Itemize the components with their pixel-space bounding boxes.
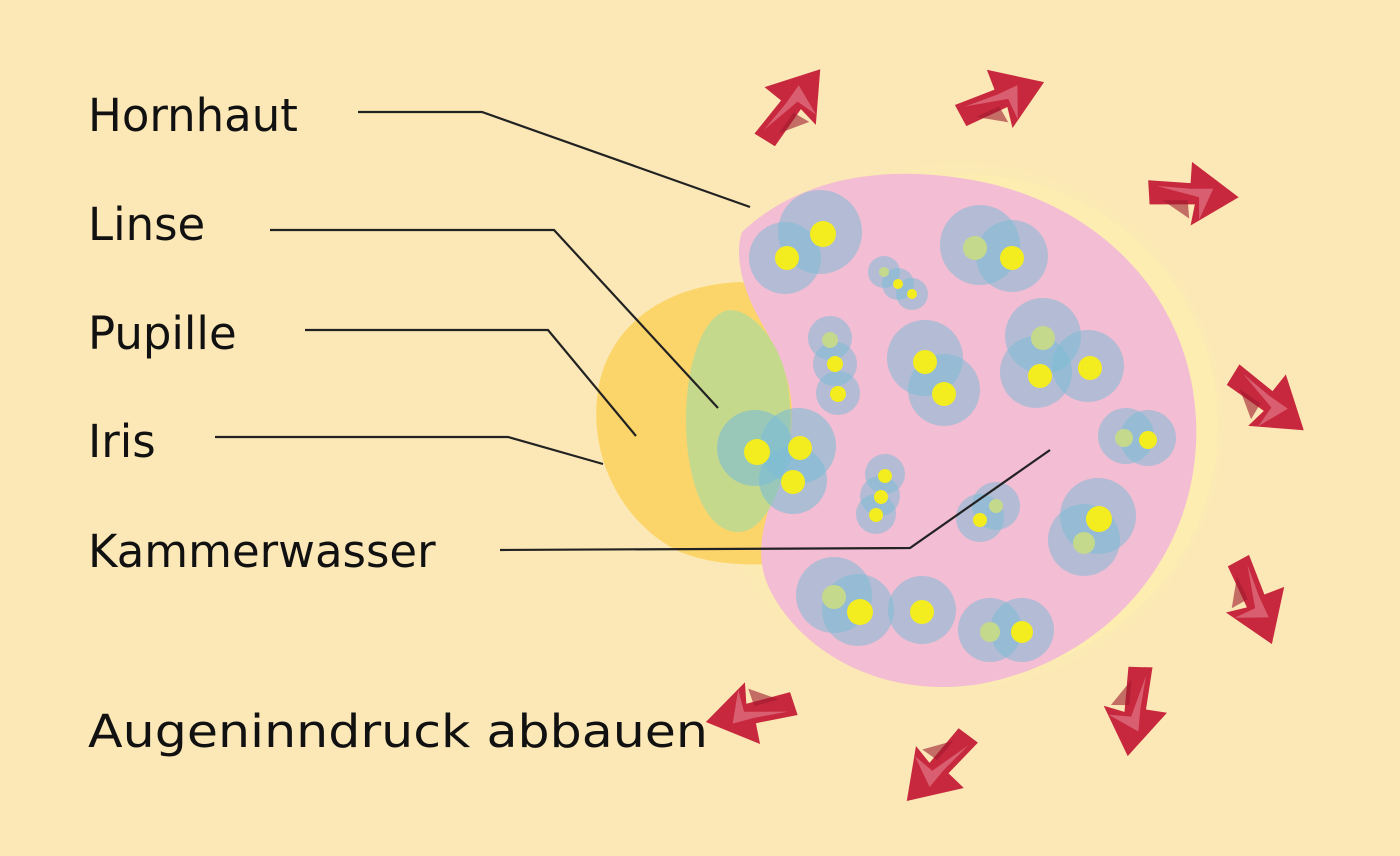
cell-icon [1000,298,1124,408]
label-cornea: Hornhaut [88,89,298,142]
leader-line-aqueous-humor [499,449,1051,552]
cell-icon [958,598,1054,662]
outflow-arrow-icon [1207,549,1298,645]
cell-icon [856,454,905,534]
cell-icon [956,482,1020,542]
outflow-arrow-icon [900,726,983,802]
outflow-arrow-icon [949,56,1045,147]
cell-icon [940,205,1048,292]
outflow-arrow-icon [705,663,806,760]
leader-line-pupil [305,328,637,437]
leader-line-iris [215,435,604,466]
leader-line-cornea [358,110,751,209]
cell-icon [1098,408,1176,466]
outflow-arrow-icon [1223,355,1304,443]
label-aqueous-humor: Kammerwasser [88,525,436,578]
labels: Hornhaut Linse Pupille Iris Kammerwasser… [88,89,708,758]
label-iris: Iris [88,415,156,468]
cell-icon [1048,478,1136,576]
cell-icon [887,320,980,426]
cell-icon-group [717,190,1176,662]
outflow-arrow-icon [745,69,833,150]
cell-icon [749,190,862,294]
cell-icon [808,316,860,415]
caption: Augeninndruck abbauen [88,705,708,758]
outflow-arrow-icon [1083,655,1186,757]
cell-icon [796,557,894,646]
leader-lines [215,110,1051,552]
label-pupil: Pupille [88,307,237,360]
label-lens: Linse [88,198,205,251]
cell-icon [888,576,956,644]
cell-icon [868,256,928,310]
leader-line-lens [270,228,719,409]
cell-icon [717,408,836,514]
outflow-arrow-icon [1136,143,1239,246]
